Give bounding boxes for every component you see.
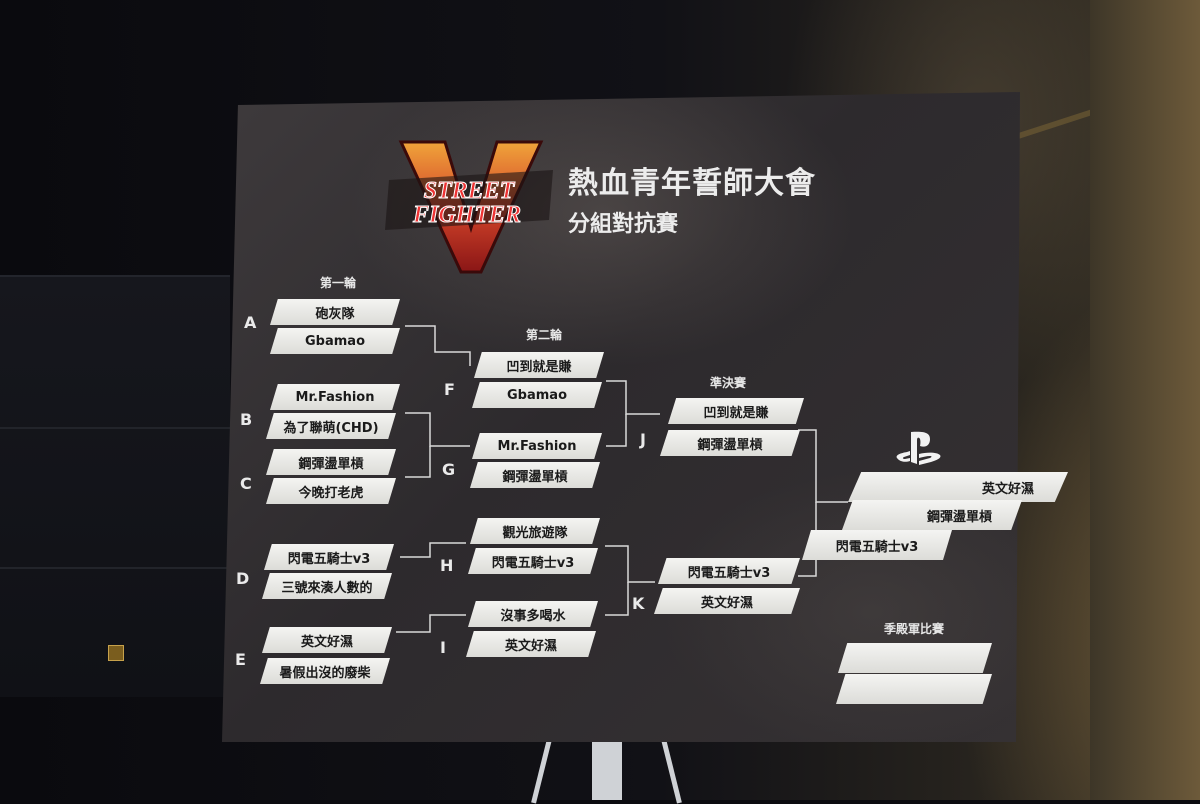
left-wall-panels [0, 275, 230, 697]
final-slot-1: 英文好濕 [848, 472, 1068, 502]
playstation-icon [896, 431, 941, 465]
round2-i-team2: 英文好濕 [466, 631, 596, 657]
round1-e-team1: 英文好濕 [262, 627, 392, 653]
semifinal-j-team2: 鋼彈盪單槓 [660, 430, 800, 456]
round1-c-team1: 鋼彈盪單槓 [266, 449, 396, 475]
event-title: 熱血青年誓師大會 [568, 166, 816, 201]
match-letter-c: C [240, 474, 252, 493]
logo-line-1: STREET [424, 178, 516, 204]
event-subtitle: 分組對抗賽 [568, 212, 679, 237]
round2-label: 第二輪 [526, 328, 563, 342]
match-letter-f: F [444, 380, 455, 399]
match-letter-b: B [240, 410, 253, 429]
semifinal-j-team1: 凹到就是賺 [668, 398, 804, 424]
match-letter-g: G [442, 460, 456, 479]
round1-b-team2: 為了聯萌(CHD) [266, 413, 396, 439]
semifinal-k-team2: 英文好濕 [654, 588, 800, 614]
logo-line-2: FIGHTER [412, 202, 521, 228]
round1-c-team2: 今晚打老虎 [266, 478, 396, 504]
third-place-slot-2 [836, 674, 992, 704]
match-letter-h: H [440, 556, 454, 575]
street-fighter-logo: STREET FIGHTER [385, 140, 553, 274]
semifinal-k-team1: 閃電五騎士v3 [658, 558, 800, 584]
round1-a-team2: Gbamao [270, 328, 400, 354]
wall-exit-sign [108, 645, 124, 661]
round1-e-team2: 暑假出沒的廢柴 [260, 658, 390, 684]
round2-f-team1: 凹到就是賺 [474, 352, 604, 378]
match-letter-d: D [236, 569, 250, 588]
wall-pillar [1090, 0, 1200, 800]
match-letter-j: J [640, 430, 646, 449]
match-letter-e: E [235, 650, 246, 669]
third-place-label: 季殿軍比賽 [884, 622, 945, 636]
round2-h-team1: 觀光旅遊隊 [470, 518, 600, 544]
round2-i-team1: 沒事多喝水 [468, 601, 598, 627]
round2-f-team2: Gbamao [472, 382, 602, 408]
round2-h-team2: 閃電五騎士v3 [468, 548, 598, 574]
match-letter-k: K [632, 594, 645, 613]
final-slot-2: 鋼彈盪單槓 [842, 500, 1022, 530]
final-slot-3: 閃電五騎士v3 [802, 530, 952, 560]
third-place-slot-1 [838, 643, 992, 673]
round2-g-team1: Mr.Fashion [472, 433, 602, 459]
round1-label: 第一輪 [320, 276, 357, 290]
round1-b-team1: Mr.Fashion [270, 384, 400, 410]
semifinal-label: 準決賽 [710, 376, 747, 390]
round2-g-team2: 鋼彈盪單槓 [470, 462, 600, 488]
match-letter-i: I [440, 638, 446, 657]
round1-a-team1: 砲灰隊 [270, 299, 400, 325]
round1-d-team1: 閃電五騎士v3 [264, 544, 394, 570]
match-letter-a: A [244, 313, 257, 332]
round1-d-team2: 三號來湊人數的 [262, 573, 392, 599]
